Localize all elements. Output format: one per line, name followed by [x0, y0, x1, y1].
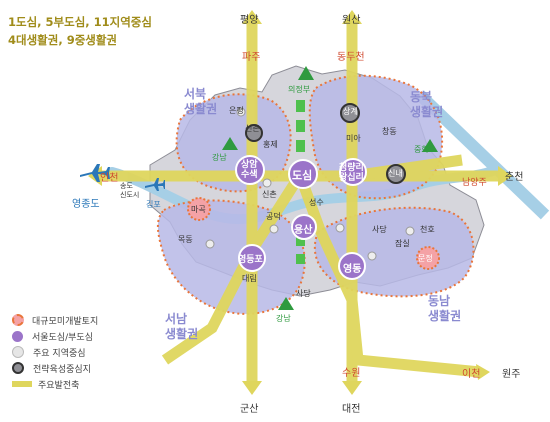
place-seongsu: 성수: [309, 198, 324, 207]
destination-pyeongyang: 평양: [240, 15, 259, 26]
place-munjeong: 문정: [418, 254, 433, 263]
legend-label: 주요발전축: [38, 380, 80, 391]
center-icon: [12, 330, 23, 342]
airport-icon: [80, 164, 110, 182]
legend-label: 대규모미개발토지: [32, 316, 99, 327]
destination-suwon: 수원: [342, 368, 361, 379]
destination-icheon: 이천: [462, 369, 481, 380]
place-cheonho: 천호: [420, 225, 435, 234]
place-magok: 마곡: [191, 205, 206, 214]
legend-item: 전략육성중심지: [12, 360, 162, 376]
destination-gunsan: 군산: [240, 404, 259, 415]
strategic-center-icon: [12, 362, 24, 374]
destination-daejeon: 대전: [342, 404, 361, 415]
local-centers: [205, 107, 415, 261]
legend-label: 전략육성중심지: [33, 364, 91, 375]
place-jamsil: 잠실: [395, 239, 410, 248]
place-mokdong: 목동: [178, 235, 193, 244]
place-songdo: 송도 신도시: [120, 182, 140, 199]
place-gangnam: 강남: [212, 153, 227, 162]
place-sinchon: 신촌: [262, 190, 277, 199]
large-sites: [187, 197, 440, 270]
place-sinchon-north: 신촌: [245, 124, 260, 133]
main-centers: [235, 155, 367, 280]
legend-item: 서울도심/부도심: [12, 328, 162, 344]
place-junghwa: 중화: [414, 145, 429, 154]
map-title-line-2: 4대생활권, 9중생활권: [8, 33, 118, 47]
legend-item: 주요발전축: [12, 376, 162, 392]
place-sinnae: 신내: [388, 169, 403, 178]
center-label-yeongdong: 영동: [343, 264, 362, 275]
legend-label: 주요 지역중심: [33, 348, 86, 359]
destination-paju: 파주: [242, 52, 261, 63]
region-label-southeast: 동남 생활권: [428, 294, 462, 323]
place-gimpo: 김포: [146, 200, 161, 209]
destination-dongducheon: 동두천: [337, 52, 365, 63]
place-sadang-line: 사당: [372, 225, 387, 234]
center-label-yongsan: 용산: [294, 225, 313, 236]
destination-wonju: 원주: [502, 369, 521, 380]
place-changdong: 창동: [382, 127, 397, 136]
large-site-icon: [12, 314, 24, 326]
region-label-southwest: 서남 생활권: [165, 312, 199, 341]
legend: 대규모미개발토지 서울도심/부도심 주요 지역중심 전략육성중심지 주요발전축: [12, 312, 162, 392]
legend-label: 서울도심/부도심: [32, 332, 93, 343]
place-eunpyeong: 은평: [229, 106, 244, 115]
place-uijeongbu: 의정부: [288, 85, 311, 94]
place-gangnam-green: 강남: [276, 314, 291, 323]
legend-item: 주요 지역중심: [12, 344, 162, 360]
destination-chuncheon: 춘천: [505, 172, 524, 183]
center-label-downtown: 도심: [292, 169, 313, 182]
destination-namyangju: 남양주: [462, 178, 487, 188]
place-hongje: 홍제: [263, 140, 278, 149]
destination-incheon: 인천: [100, 173, 119, 184]
center-label-yeongdeungpo: 영등포: [238, 255, 263, 265]
region-label-northwest: 서북 생활권: [184, 87, 218, 116]
mountain-icons: [222, 66, 438, 310]
place-gongdeok: 공덕: [266, 212, 281, 221]
axis-icon: [12, 381, 32, 387]
map-title-line-1: 1도심, 5부도심, 11지역중심: [8, 15, 152, 29]
region-label-northeast: 동북 생활권: [410, 90, 444, 119]
legend-item: 대규모미개발토지: [12, 312, 162, 328]
axis-arrowheads: [88, 10, 512, 395]
strategic-centers: [245, 103, 406, 184]
development-axes: [96, 20, 505, 385]
destination-yeongjongdo: 영종도: [72, 199, 100, 210]
place-sadang: 사당: [296, 289, 311, 298]
center-label-cheongnyangni: 청량리 왕십리: [339, 163, 364, 183]
place-sanggye: 상계: [343, 107, 358, 116]
destination-wonsan: 원산: [342, 15, 361, 26]
airport-icon-small: [145, 178, 165, 191]
river-diagonal: [415, 90, 550, 220]
place-daerim: 대림: [242, 274, 257, 283]
center-label-sangam: 상암 수색: [241, 160, 258, 180]
place-mia: 미아: [346, 134, 361, 143]
local-center-icon: [12, 346, 24, 358]
